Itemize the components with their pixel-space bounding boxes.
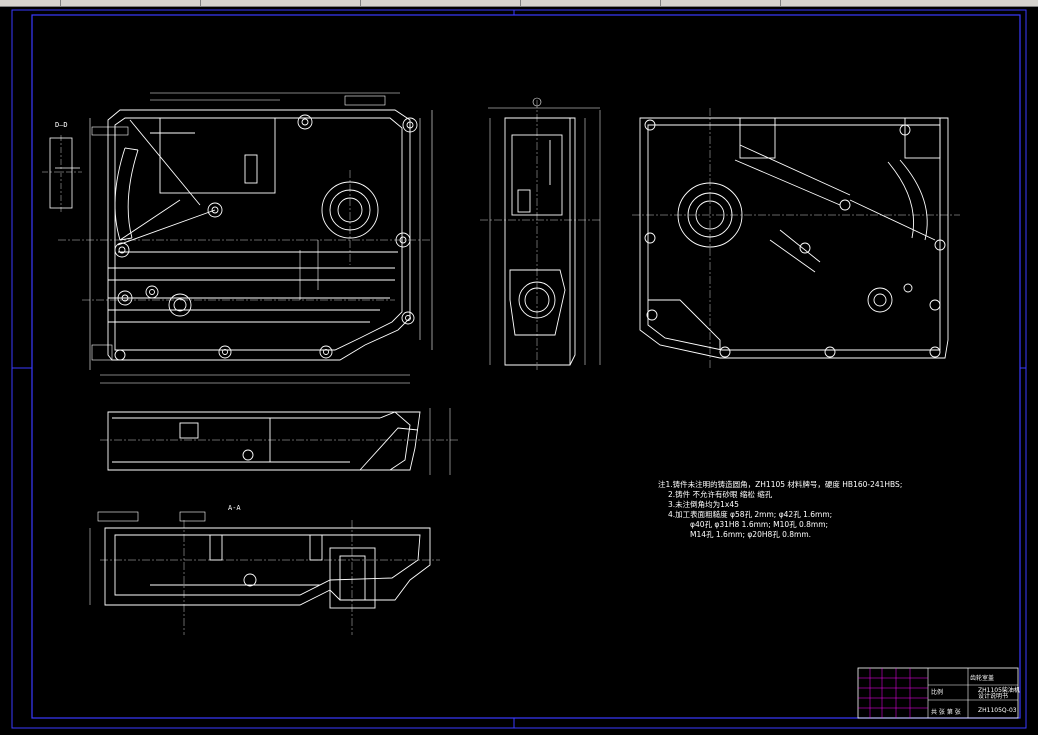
toolbar-strip [0,0,1038,7]
rear-view [632,108,960,370]
note-line-1: 注1.铸件未注明的铸造圆角，ZH1105 材料牌号，硬度 HB160-241HB… [658,479,902,489]
toolbar-separator [200,0,201,6]
toolbar-separator [360,0,361,6]
toolbar-separator [520,0,521,6]
drawing-canvas[interactable]: D—D [0,7,1038,735]
label-a-a: A-A [228,504,241,512]
title-scale-label: 比例 [931,688,943,696]
title-sheet-label: 共 张 第 张 [931,708,961,716]
note-line-4: 4.加工表面粗糙度 φ58孔 2mm; φ42孔 1.6mm; [668,509,832,519]
technical-notes: 注1.铸件未注明的铸造圆角，ZH1105 材料牌号，硬度 HB160-241HB… [658,479,902,539]
toolbar-separator [660,0,661,6]
title-drawing-no: ZH1105Q-03 [978,707,1017,714]
note-line-6: M14孔 1.6mm; φ20H8孔 0.8mm. [690,530,811,539]
outer-frame [11,9,1027,729]
title-org-line2: 设计说明书 [978,692,1008,700]
note-line-3: 3.未注倒角均为1x45 [668,499,739,509]
note-line-5: φ40孔 φ31H8 1.6mm; M10孔 0.8mm; [690,520,828,529]
toolbar-separator [60,0,61,6]
section-a-a [89,511,440,635]
side-view [480,97,601,370]
cad-drawing: D—D [11,9,1027,729]
top-view [100,408,460,475]
toolbar-separator [780,0,781,6]
title-block: 齿轮室盖 ZH1105柴油机 设计说明书 ZH1105Q-03 比例 共 张 第… [857,667,1020,719]
title-part-name: 齿轮室盖 [970,674,994,682]
title-org-line1: ZH1105柴油机 [978,686,1020,694]
section-d-d [42,135,82,212]
label-d-d: D—D [55,121,68,129]
note-line-2: 2.铸件 不允许有砂眼 缩松 缩孔 [668,489,773,499]
inner-frame [31,14,1021,719]
front-view [58,92,433,384]
